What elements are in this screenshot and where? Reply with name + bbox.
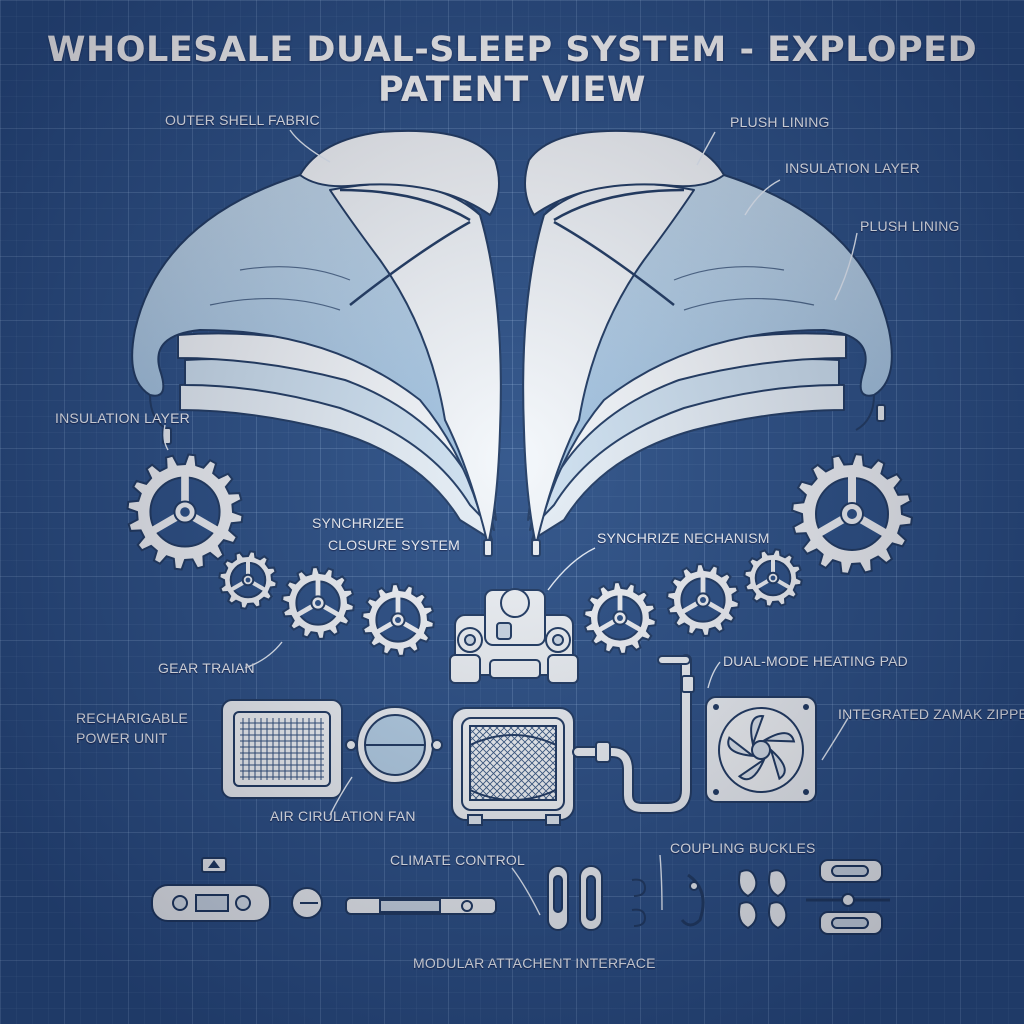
leader-lines: [163, 129, 858, 916]
label-dual-mode-heating-pad: DUAL-MODE HEATING PAD: [723, 653, 908, 669]
gear-medium-left-2: [281, 565, 355, 641]
fan-blade: [750, 715, 765, 748]
label-closure-system-line1: SYNCHRIZEE: [312, 515, 405, 531]
gear-large-right: [791, 453, 913, 575]
left-hood: [299, 129, 500, 216]
synchronize-mechanism-unit: [449, 588, 579, 684]
fan-blade: [737, 756, 767, 781]
label-integrated-zippers: INTEGRATED ZAMAK ZIPPERS: [838, 706, 1024, 722]
label-coupling-buckles: COUPLING BUCKLES: [670, 840, 816, 856]
label-insulation-layer-right: INSULATION LAYER: [785, 160, 920, 176]
label-outer-shell-fabric: OUTER SHELL FABRIC: [165, 112, 320, 128]
gear-small-right-3: [743, 548, 803, 608]
diagram-title: WHOLESALE DUAL-SLEEP SYSTEM - EXPLOPED P…: [46, 30, 978, 110]
gear-medium-right-2: [666, 562, 740, 638]
gear-train: [126, 453, 913, 658]
right-zipper: [553, 188, 685, 306]
label-air-circulation-fan: AIR CIRULATION FAN: [270, 808, 416, 824]
gear-small-left-1: [218, 550, 278, 610]
right-hood: [524, 129, 725, 216]
label-insulation-layer-left: INSULATION LAYER: [55, 410, 190, 426]
heating-pad-housing: [451, 707, 575, 826]
modular-attachment-hardware: [151, 857, 890, 935]
label-power-unit-line2: POWER UNIT: [76, 730, 168, 746]
fan-box: [705, 696, 817, 803]
left-sleeping-bag: [131, 129, 502, 557]
right-sleeping-bag: [522, 129, 893, 557]
label-plush-lining-top: PLUSH LINING: [730, 114, 830, 130]
label-modular-attachment-interface: MODULAR ATTACHENT INTERFACE: [413, 955, 656, 971]
gear-medium-left-3: [361, 582, 435, 658]
label-gear-train: GEAR TRAIAN: [158, 660, 255, 676]
label-power-unit-line1: RECHARIGABLE: [76, 710, 189, 726]
label-closure-system-line2: CLOSURE SYSTEM: [328, 537, 460, 553]
fan-blade: [727, 736, 757, 758]
air-circulation-fan-disc: [345, 706, 443, 784]
heating-pipes: [572, 654, 695, 814]
power-unit-grill: [221, 699, 343, 799]
left-zipper: [339, 188, 471, 306]
gear-medium-right-1: [583, 580, 657, 656]
fan-blade: [769, 746, 786, 781]
gear-large-left: [126, 453, 244, 571]
fan-blade: [760, 732, 796, 743]
label-climate-control: CLIMATE CONTROL: [390, 852, 525, 868]
label-synchronize-mechanism: SYNCHRIZE NECHANISM: [597, 530, 770, 546]
label-plush-lining-right: PLUSH LINING: [860, 218, 960, 234]
